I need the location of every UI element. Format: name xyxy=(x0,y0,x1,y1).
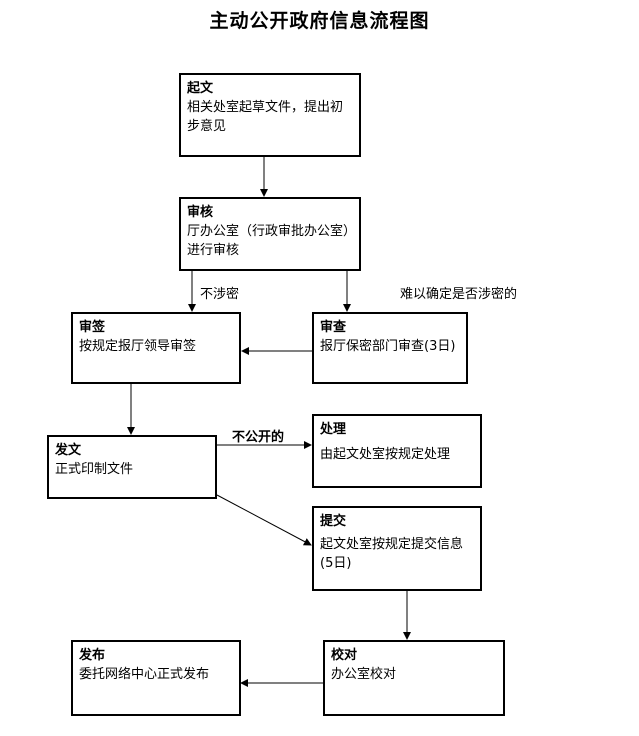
node-publish: 发布 委托网络中心正式发布 xyxy=(71,640,241,716)
node-review-title: 审核 xyxy=(187,205,214,220)
node-review: 审核 厅办公室（行政审批办公室）进行审核 xyxy=(179,197,361,271)
node-draft: 起文 相关处室起草文件，提出初步意见 xyxy=(179,73,361,157)
node-submit-body: 起文处室按规定提交信息(5日) xyxy=(320,537,464,571)
node-proof-title: 校对 xyxy=(331,648,358,663)
node-issue-title: 发文 xyxy=(55,443,82,458)
node-submit: 提交 起文处室按规定提交信息(5日) xyxy=(312,506,482,591)
node-issue-body: 正式印制文件 xyxy=(55,462,134,477)
page-title: 主动公开政府信息流程图 xyxy=(209,10,430,32)
node-publish-body: 委托网络中心正式发布 xyxy=(79,667,210,682)
node-check: 审查 报厅保密部门审查(3日) xyxy=(312,312,468,384)
node-review-body: 厅办公室（行政审批办公室）进行审核 xyxy=(187,224,350,258)
node-draft-body: 相关处室起草文件，提出初步意见 xyxy=(187,100,344,134)
node-handle-body: 由起文处室按规定处理 xyxy=(320,447,451,462)
label-not-secret: 不涉密 xyxy=(200,287,240,302)
node-proof-body: 办公室校对 xyxy=(331,667,397,682)
node-sign-body: 按规定报厅领导审签 xyxy=(79,339,197,354)
node-proof: 校对 办公室校对 xyxy=(323,640,505,716)
node-check-body: 报厅保密部门审查(3日) xyxy=(320,339,456,354)
label-not-public: 不公开的 xyxy=(232,430,285,445)
node-draft-title: 起文 xyxy=(187,81,214,96)
arrow-issue-to-submit xyxy=(216,494,312,546)
node-handle: 处理 由起文处室按规定处理 xyxy=(312,414,482,488)
node-sign-title: 审签 xyxy=(79,320,106,335)
node-handle-title: 处理 xyxy=(320,422,347,437)
label-uncertain: 难以确定是否涉密的 xyxy=(400,287,518,302)
node-publish-title: 发布 xyxy=(79,648,106,663)
node-issue: 发文 正式印制文件 xyxy=(47,435,217,499)
node-sign: 审签 按规定报厅领导审签 xyxy=(71,312,241,384)
node-submit-title: 提交 xyxy=(320,514,347,529)
node-check-title: 审查 xyxy=(320,320,347,335)
